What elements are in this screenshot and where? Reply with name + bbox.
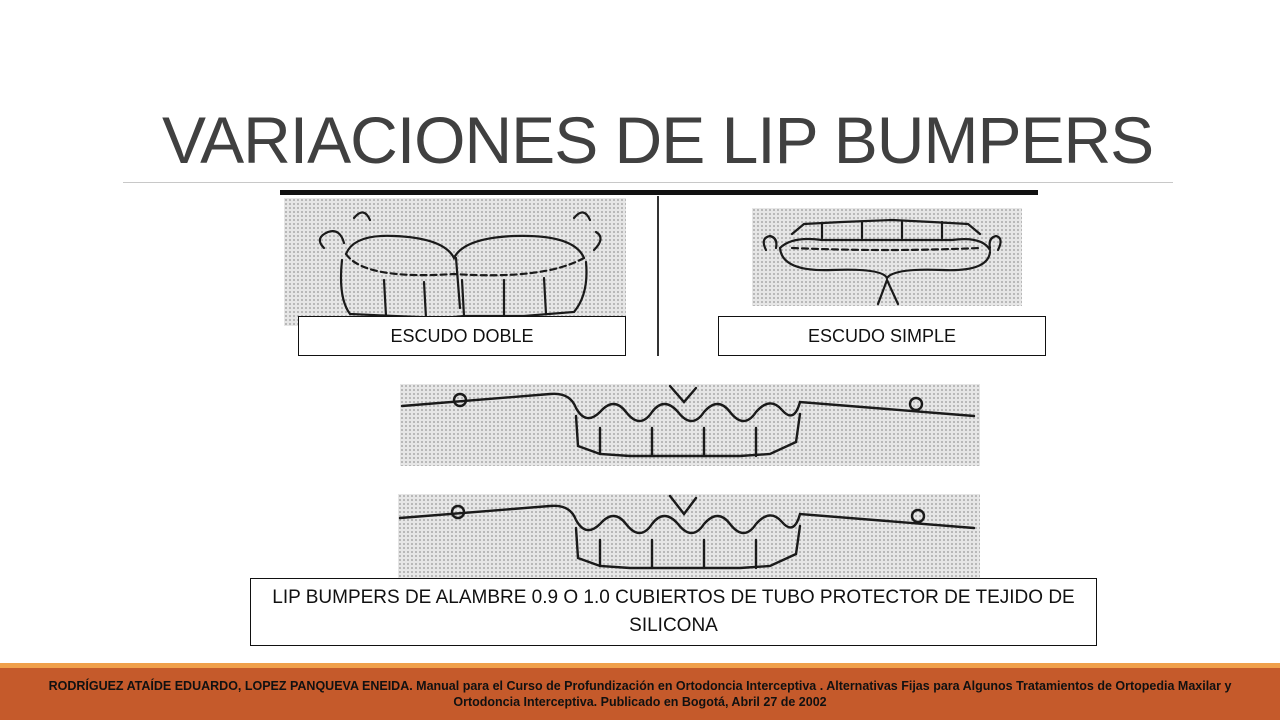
top-figure-panel: ESCUDO DOBLE ESCUDO SIMPLE (278, 190, 1046, 362)
single-shield-drawing (752, 208, 1022, 306)
footer-accent-line (0, 663, 1280, 668)
caption-text: LIP BUMPERS DE ALAMBRE 0.9 O 1.0 CUBIERT… (272, 587, 1075, 636)
label-single-shield: ESCUDO SIMPLE (718, 316, 1046, 356)
figure-divider (657, 196, 659, 356)
footer-bar: RODRÍGUEZ ATAÍDE EDUARDO, LOPEZ PANQUEVA… (0, 668, 1280, 720)
wire-lip-bumper-drawing-1 (400, 384, 980, 466)
caption-box: LIP BUMPERS DE ALAMBRE 0.9 O 1.0 CUBIERT… (250, 578, 1097, 646)
footer-citation: RODRÍGUEZ ATAÍDE EDUARDO, LOPEZ PANQUEVA… (48, 679, 1232, 709)
title-underline (123, 182, 1173, 183)
label-double-shield: ESCUDO DOBLE (298, 316, 626, 356)
top-figure-bar (280, 190, 1038, 195)
double-shield-drawing (284, 198, 626, 326)
slide-title: VARIACIONES DE LIP BUMPERS (162, 103, 1154, 177)
wire-lip-bumper-drawing-2 (398, 494, 980, 578)
